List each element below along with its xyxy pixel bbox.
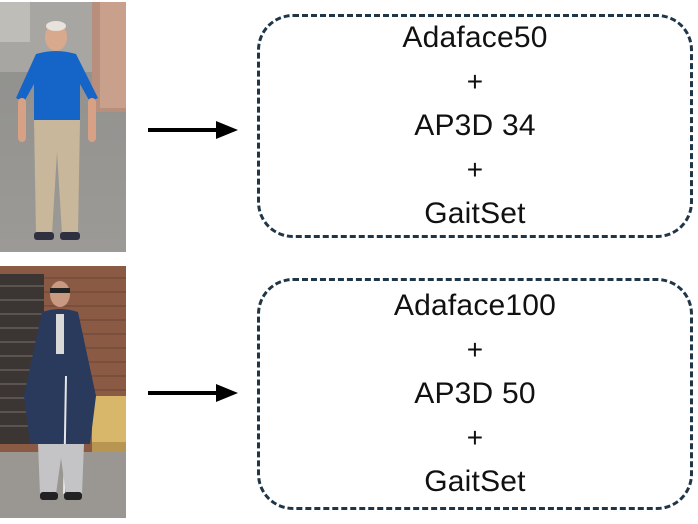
plus-sign: + [466,66,484,97]
body-model-label: AP3D 34 [414,109,536,142]
plus-sign: + [466,154,484,185]
face-model-label: Adaface100 [393,289,557,322]
person-photo-dark-coat [0,266,126,518]
gait-model-label: GaitSet [424,465,526,498]
face-model-label: Adaface50 [402,21,548,54]
person-photo-blue-shirt [0,2,126,252]
person-image [0,266,126,518]
plus-sign: + [466,422,484,453]
person-image [0,2,126,252]
model-combination-box-2: Adaface100 + AP3D 50 + GaitSet [257,278,693,510]
gait-model-label: GaitSet [424,197,526,230]
right-arrow-icon [148,121,238,139]
plus-sign: + [466,334,484,365]
model-combination-box-1: Adaface50 + AP3D 34 + GaitSet [257,14,693,238]
body-model-label: AP3D 50 [414,377,536,410]
right-arrow-icon [148,384,238,402]
